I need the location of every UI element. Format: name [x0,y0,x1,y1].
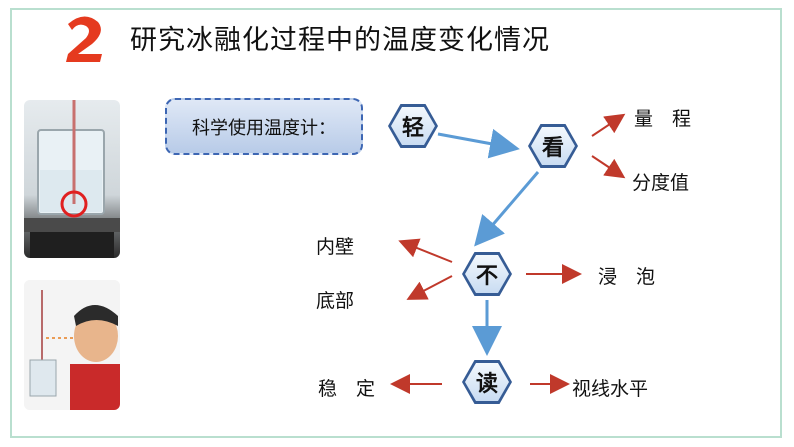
node-light: 轻 [388,104,438,148]
label-stable: 稳 定 [318,378,376,400]
reading-photo [24,280,120,410]
arrow-division [591,155,626,179]
beaker-photo [24,100,120,258]
node-read: 读 [462,360,512,404]
node-not-text: 不 [465,255,509,293]
arrow-light-to-look [437,128,520,159]
label-level: 视线水平 [572,378,649,400]
node-light-text: 轻 [391,107,435,145]
arrow-inner-wall [398,238,453,263]
number-badge [66,16,102,62]
node-not: 不 [462,252,512,296]
label-range: 量 程 [634,108,692,130]
label-division: 分度值 [632,172,690,194]
method-box: 科学使用温度计： [165,98,363,155]
arrow-range [591,113,626,137]
arrow-look-to-not [474,171,540,247]
label-inner-wall: 内壁 [316,236,355,258]
node-look-text: 看 [531,127,575,165]
label-bottom: 底部 [316,290,355,312]
arrow-bottom [406,275,453,300]
node-read-text: 读 [465,363,509,401]
label-immerse: 浸 泡 [598,266,656,288]
method-label: 科学使用温度计： [192,117,336,139]
page-title: 研究冰融化过程中的温度变化情况 [130,25,550,56]
slide-frame [10,8,782,438]
